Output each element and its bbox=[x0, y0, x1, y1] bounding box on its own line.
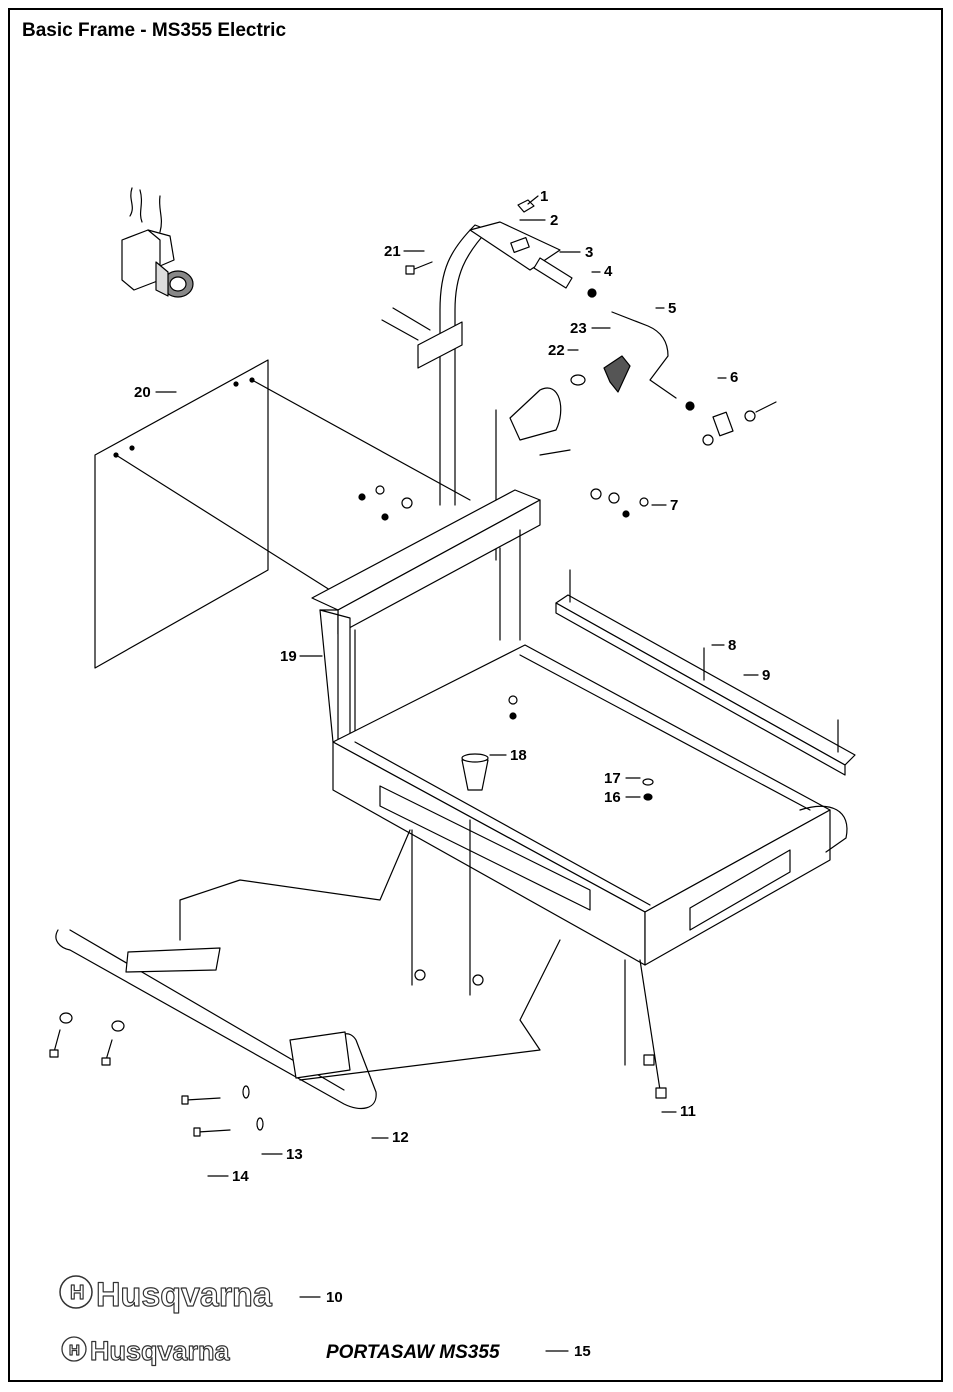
svg-text:23: 23 bbox=[570, 320, 587, 337]
callout-15: 15 bbox=[545, 1343, 591, 1360]
svg-text:17: 17 bbox=[604, 770, 621, 787]
svg-text:15: 15 bbox=[574, 1343, 591, 1360]
main-frame bbox=[311, 489, 831, 966]
callout-22: 22 bbox=[548, 342, 579, 359]
callout-20: 20 bbox=[134, 384, 177, 401]
page-title: Basic Frame - MS355 Electric bbox=[22, 20, 287, 41]
svg-text:2: 2 bbox=[550, 212, 558, 229]
callout-labels: 1 2 3 4 5 6 7 8 9 16 17 18 19 20 21 22 2… bbox=[134, 188, 770, 1360]
callout-17: 17 bbox=[604, 770, 641, 787]
callout-6: 6 bbox=[717, 369, 738, 386]
svg-text:21: 21 bbox=[384, 243, 401, 260]
svg-text:4: 4 bbox=[604, 263, 613, 280]
callout-19: 19 bbox=[280, 648, 323, 665]
callout-13: 13 bbox=[261, 1146, 303, 1163]
lower-bolts bbox=[49, 1012, 264, 1137]
callout-12: 12 bbox=[371, 1129, 409, 1146]
top-hardware bbox=[405, 199, 597, 298]
svg-text:9: 9 bbox=[762, 667, 770, 684]
svg-text:10: 10 bbox=[326, 1289, 343, 1306]
svg-text:12: 12 bbox=[392, 1129, 409, 1146]
callout-9: 9 bbox=[743, 667, 770, 684]
callout-5: 5 bbox=[655, 300, 676, 317]
svg-text:8: 8 bbox=[728, 637, 736, 654]
svg-text:13: 13 bbox=[286, 1146, 303, 1163]
callout-23: 23 bbox=[570, 320, 611, 337]
svg-text:19: 19 bbox=[280, 648, 297, 665]
portasaw-decal: PORTASAW MS355 bbox=[326, 1342, 500, 1363]
svg-text:PORTASAW MS355: PORTASAW MS355 bbox=[326, 1342, 500, 1363]
callout-10: 10 bbox=[299, 1289, 343, 1306]
callout-18: 18 bbox=[489, 747, 527, 764]
rear-panel bbox=[94, 359, 471, 669]
callout-1: 1 bbox=[527, 188, 548, 205]
svg-text:H: H bbox=[69, 1342, 80, 1359]
svg-text:1: 1 bbox=[540, 188, 548, 205]
callout-16: 16 bbox=[604, 789, 641, 806]
page-border bbox=[8, 8, 943, 1382]
upright-handle bbox=[381, 221, 561, 506]
svg-text:16: 16 bbox=[604, 789, 621, 806]
lock-knob bbox=[495, 355, 631, 561]
side-rail bbox=[555, 569, 856, 853]
callout-11: 11 bbox=[661, 1103, 696, 1120]
callout-21: 21 bbox=[384, 243, 425, 260]
svg-text:11: 11 bbox=[680, 1103, 696, 1120]
adjustment-rod bbox=[611, 311, 777, 446]
tube-handle bbox=[55, 929, 377, 1110]
svg-text:H: H bbox=[70, 1282, 84, 1304]
motor-assembly bbox=[121, 187, 194, 298]
svg-text:20: 20 bbox=[134, 384, 151, 401]
callout-7: 7 bbox=[651, 497, 678, 514]
callout-14: 14 bbox=[207, 1168, 249, 1185]
assembly-guide-lines bbox=[179, 819, 667, 1099]
callout-2: 2 bbox=[519, 212, 558, 229]
svg-text:3: 3 bbox=[585, 244, 593, 261]
husqvarna-decal-large: H Husqvarna bbox=[59, 1275, 273, 1315]
side-hardware bbox=[358, 485, 649, 521]
husqvarna-decal-small: H Husqvarna bbox=[61, 1335, 231, 1367]
callout-4: 4 bbox=[591, 263, 613, 280]
svg-text:Husqvarna: Husqvarna bbox=[96, 1276, 273, 1314]
svg-text:22: 22 bbox=[548, 342, 565, 359]
callout-8: 8 bbox=[711, 637, 736, 654]
svg-text:Husqvarna: Husqvarna bbox=[90, 1336, 231, 1366]
svg-text:14: 14 bbox=[232, 1168, 249, 1185]
svg-text:5: 5 bbox=[668, 300, 676, 317]
svg-text:7: 7 bbox=[670, 497, 678, 514]
svg-text:18: 18 bbox=[510, 747, 527, 764]
svg-text:6: 6 bbox=[730, 369, 738, 386]
rubber-foot bbox=[461, 695, 654, 801]
callout-3: 3 bbox=[559, 244, 593, 261]
